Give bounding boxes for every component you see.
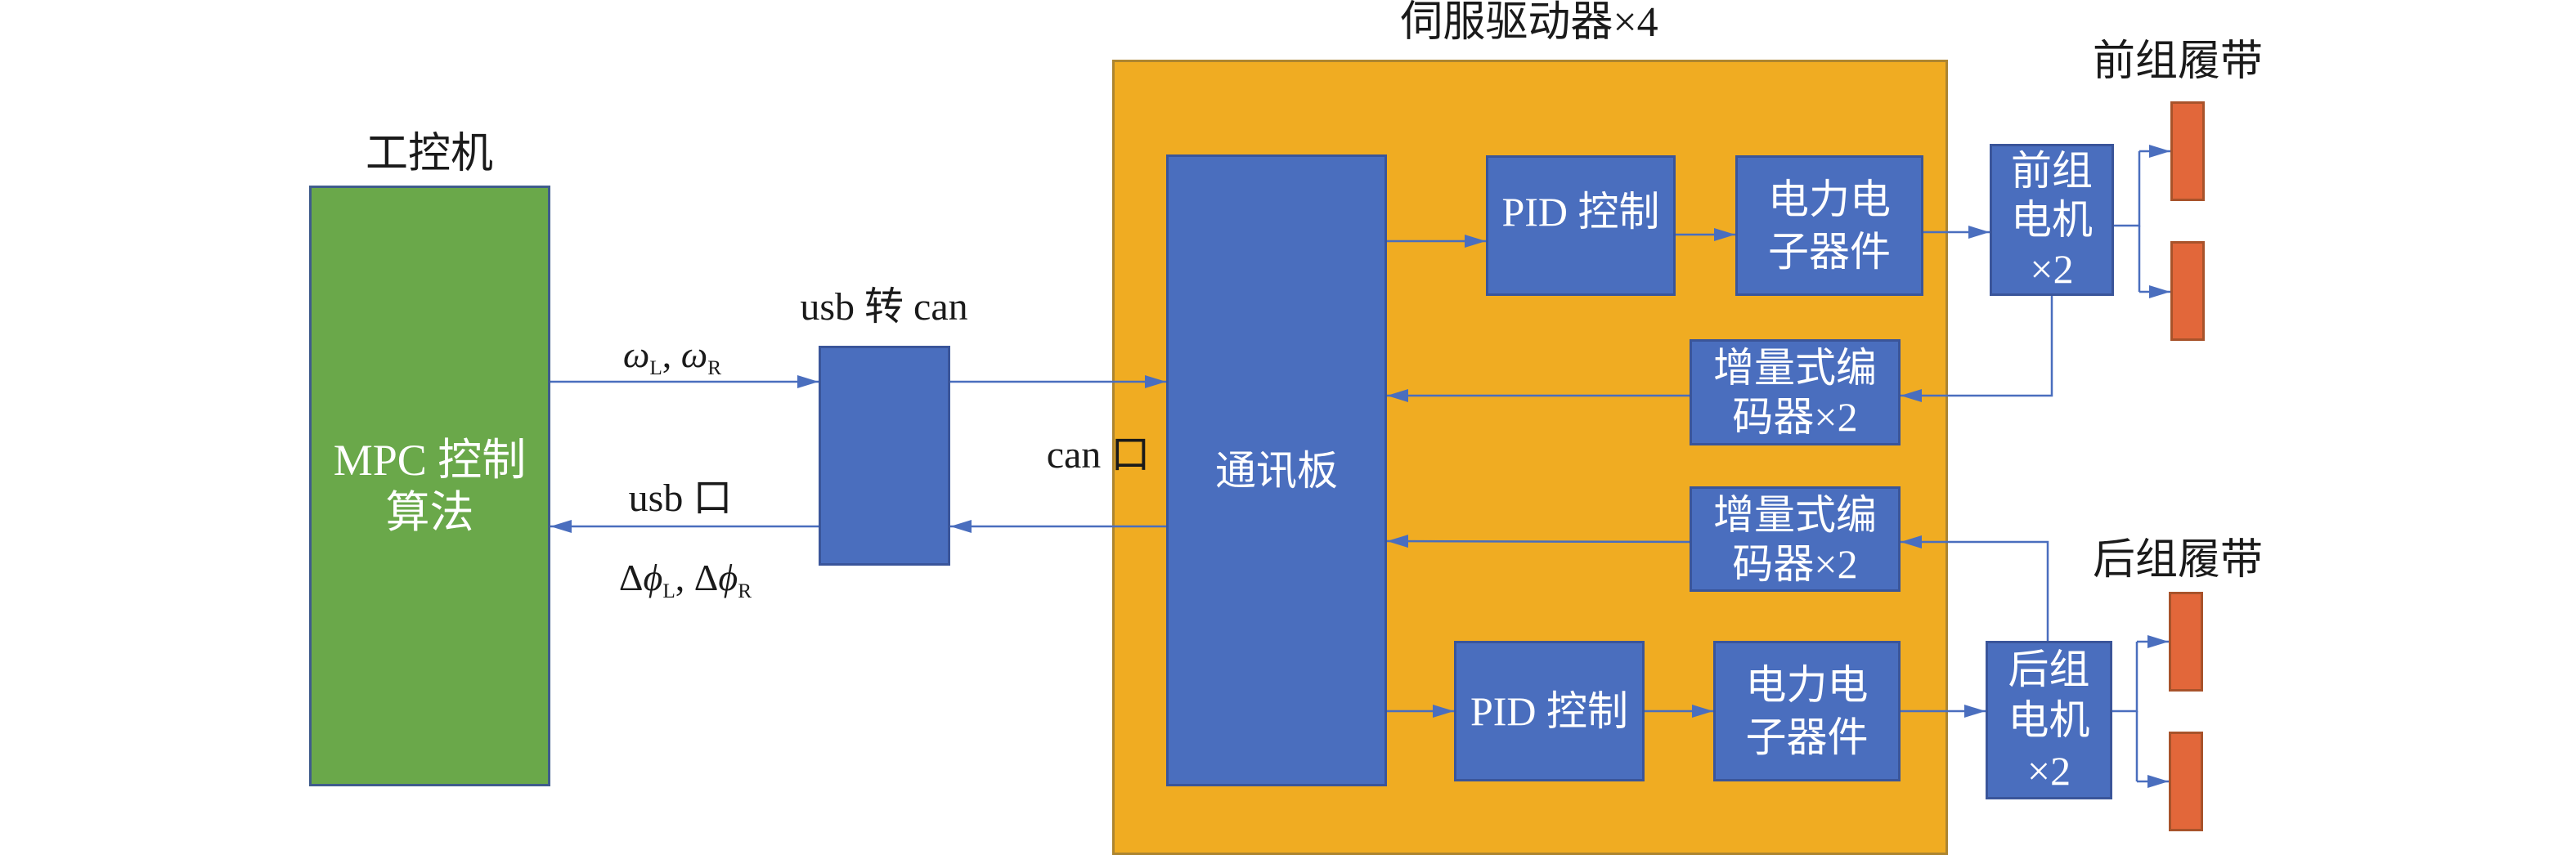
rear-track-label: 后组履带 bbox=[2092, 537, 2264, 584]
phi-symbol-2: ϕ bbox=[718, 556, 738, 598]
rear-motor-branch bbox=[2112, 642, 2138, 713]
rear-track-1 bbox=[2169, 592, 2203, 692]
arrow-rear-motor-feedback bbox=[1901, 535, 2049, 641]
omega-sep: , bbox=[662, 333, 681, 375]
rear-motor-line-1: 后组 bbox=[2008, 647, 2090, 692]
phi-symbol: ϕ bbox=[643, 556, 663, 598]
phi-sub-l: L bbox=[662, 579, 675, 602]
arrow-front-motor-feedback bbox=[1901, 296, 2053, 402]
omega-symbol: ω bbox=[622, 333, 650, 375]
omega-sub-l: L bbox=[649, 356, 662, 379]
front-motor-line-1: 前组 bbox=[2011, 148, 2093, 194]
rear-encoder-line-1: 增量式编 bbox=[1713, 491, 1877, 538]
can-port-label: can 口 bbox=[1046, 433, 1151, 477]
rear-motor-line-3: ×2 bbox=[2026, 748, 2071, 794]
delta-phi-signal-label: ΔϕL, ΔϕR bbox=[618, 556, 752, 602]
omega-signal-label: ωL, ωR bbox=[622, 333, 722, 379]
ipc-title: 工控机 bbox=[365, 131, 494, 177]
front-pid-block[interactable]: PID 控制 bbox=[1486, 155, 1676, 296]
rear-motor-block[interactable]: 后组 电机 ×2 bbox=[1986, 641, 2112, 799]
usb-port-label: usb 口 bbox=[628, 477, 733, 520]
front-track-label: 前组履带 bbox=[2092, 38, 2264, 85]
converter-title: usb 转 can bbox=[800, 285, 968, 329]
delta-symbol-2: Δ bbox=[693, 556, 719, 598]
front-encoder-line-1: 增量式编 bbox=[1713, 345, 1877, 391]
front-track-2 bbox=[2170, 241, 2205, 341]
front-encoder-block[interactable]: 增量式编 码器×2 bbox=[1690, 339, 1901, 445]
front-motor-line-3: ×2 bbox=[2030, 246, 2074, 292]
servo-driver-title: 伺服驱动器×4 bbox=[1400, 0, 1658, 46]
rear-power-electronics-block[interactable]: 电力电 子器件 bbox=[1713, 641, 1901, 781]
rear-motor-line-2: 电机 bbox=[2008, 697, 2090, 743]
front-pid-label: PID 控制 bbox=[1501, 189, 1660, 235]
phi-sub-r: R bbox=[738, 579, 752, 602]
rear-power-line-1: 电力电 bbox=[1745, 662, 1869, 708]
comm-board-block[interactable]: 通讯板 bbox=[1166, 154, 1387, 786]
usb-can-converter-block[interactable] bbox=[819, 346, 950, 566]
omega-symbol-2: ω bbox=[680, 333, 708, 375]
front-motor-block[interactable]: 前组 电机 ×2 bbox=[1990, 144, 2114, 296]
front-power-line-2: 子器件 bbox=[1768, 229, 1891, 275]
rear-pid-label: PID 控制 bbox=[1470, 688, 1629, 734]
comm-board-label: 通讯板 bbox=[1215, 447, 1338, 494]
delta-symbol: Δ bbox=[618, 556, 644, 598]
rear-encoder-block[interactable]: 增量式编 码器×2 bbox=[1690, 486, 1901, 592]
front-track-1 bbox=[2170, 101, 2205, 201]
front-encoder-line-2: 码器×2 bbox=[1732, 394, 1858, 440]
phi-sep: , bbox=[675, 556, 694, 598]
front-motor-line-2: 电机 bbox=[2011, 197, 2093, 243]
arrow-rear-encoder-to-comm bbox=[1386, 535, 1690, 548]
mpc-line-1: MPC 控制 bbox=[333, 435, 527, 485]
rear-pid-block[interactable]: PID 控制 bbox=[1454, 641, 1645, 781]
front-power-line-1: 电力电 bbox=[1768, 177, 1891, 222]
rear-track-2 bbox=[2169, 732, 2203, 831]
rear-encoder-line-2: 码器×2 bbox=[1732, 540, 1858, 587]
mpc-line-2: 算法 bbox=[385, 487, 474, 537]
front-power-electronics-block[interactable]: 电力电 子器件 bbox=[1735, 155, 1923, 296]
rear-power-line-2: 子器件 bbox=[1745, 714, 1869, 760]
mpc-control-block[interactable]: MPC 控制 算法 bbox=[309, 186, 550, 786]
front-motor-branch bbox=[2114, 151, 2141, 227]
omega-sub-r: R bbox=[707, 356, 722, 379]
